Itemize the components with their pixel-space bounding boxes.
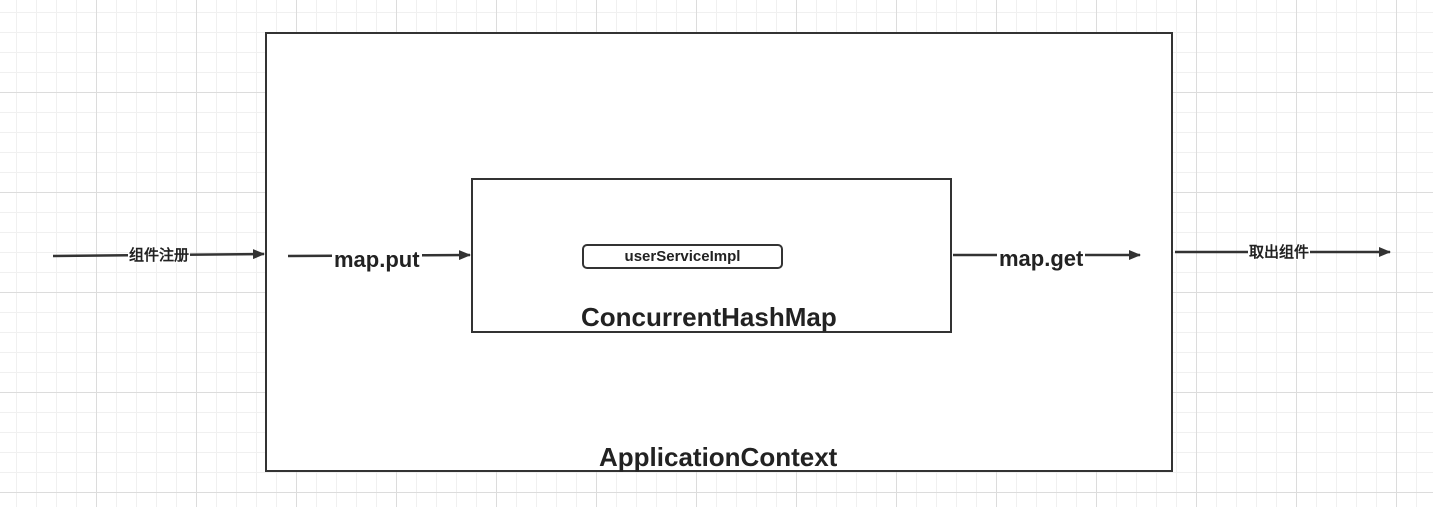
map-get-edge-label: map.get: [997, 246, 1086, 271]
map-put-edge-label: map.put: [332, 247, 422, 272]
application-context-label: ApplicationContext: [599, 442, 838, 472]
user-service-impl-entry[interactable]: userServiceImpl: [582, 244, 783, 269]
user-service-impl-label: userServiceImpl: [624, 248, 741, 265]
register-edge-label: 组件注册: [128, 246, 191, 264]
concurrent-hash-map-label: ConcurrentHashMap: [581, 302, 837, 332]
retrieve-edge-label: 取出组件: [1248, 243, 1311, 261]
